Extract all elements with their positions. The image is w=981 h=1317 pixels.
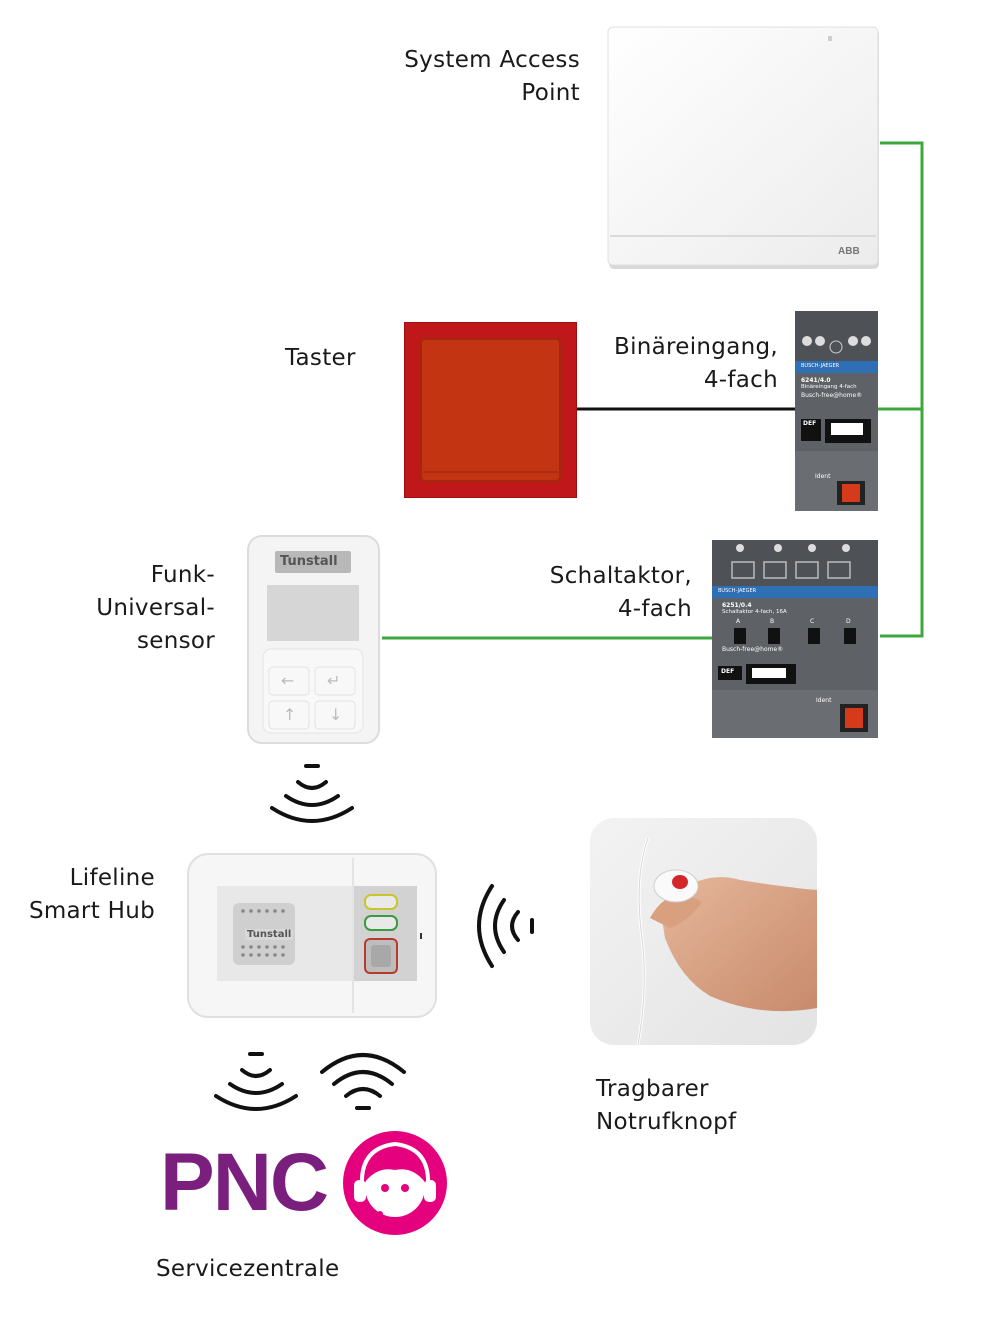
label-binary-input: Binäreingang, 4-fach bbox=[560, 331, 778, 397]
abb-logo: ABB bbox=[838, 246, 860, 257]
label-access-point: System Access Point bbox=[330, 44, 580, 110]
actuator-ident: Ident bbox=[816, 697, 832, 704]
smart-hub-device: Tunstall bbox=[187, 853, 437, 1019]
label-funk-sensor: Funk- Universal- sensor bbox=[60, 559, 215, 658]
sensor-arrow-left-icon[interactable]: ← bbox=[281, 671, 295, 690]
binary-free-home: Busch-free@home® bbox=[801, 392, 863, 399]
label-switch-actuator-line1: Schaltaktor, bbox=[549, 563, 692, 589]
switch-actuator-device: BUSCH-JAEGER 6251/0.4 Schaltaktor 4-fach… bbox=[712, 540, 878, 738]
label-panic-button-line1: Tragbarer bbox=[596, 1076, 709, 1102]
label-panic-button: Tragbarer Notrufknopf bbox=[596, 1073, 816, 1139]
actuator-def: DEF bbox=[721, 668, 735, 675]
label-funk-sensor-line2: Universal- bbox=[96, 595, 215, 621]
wifi-icon bbox=[320, 1053, 406, 1110]
actuator-channel-a: A bbox=[736, 618, 741, 625]
bus-line-ap bbox=[880, 141, 924, 638]
label-funk-sensor-line1: Funk- bbox=[150, 562, 215, 588]
label-taster: Taster bbox=[285, 345, 356, 371]
label-binary-input-line2: 4-fach bbox=[703, 367, 778, 393]
actuator-channel-c: C bbox=[810, 618, 815, 625]
sensor-arrow-up-icon[interactable]: ↑ bbox=[283, 705, 297, 724]
label-smart-hub-line2: Smart Hub bbox=[28, 898, 155, 924]
sensor-tunstall-brand: Tunstall bbox=[280, 554, 338, 569]
binary-brand: BUSCH-JAEGER bbox=[801, 363, 840, 369]
binary-model: 6241/4.0 bbox=[801, 377, 831, 384]
label-panic-button-line2: Notrufknopf bbox=[596, 1109, 737, 1135]
actuator-model: 6251/0.4 bbox=[722, 602, 752, 609]
access-point-device: ABB bbox=[606, 26, 882, 272]
actuator-brand: BUSCH-JAEGER bbox=[718, 588, 757, 594]
actuator-free-home: Busch-free@home® bbox=[722, 646, 784, 653]
binary-input-device: BUSCH-JAEGER 6241/4.0 Binäreingang 4-fac… bbox=[795, 311, 878, 511]
binary-ident: Ident bbox=[815, 473, 831, 480]
taster-switch[interactable] bbox=[403, 321, 578, 499]
headset-agent-icon bbox=[343, 1131, 447, 1235]
radio-waves-down-2-icon bbox=[214, 1052, 298, 1111]
label-service-center: Servicezentrale bbox=[156, 1256, 340, 1282]
actuator-channel-d: D bbox=[846, 618, 851, 625]
actuator-channel-b: B bbox=[770, 618, 775, 625]
sensor-arrow-return-icon[interactable]: ↵ bbox=[327, 671, 341, 690]
actuator-desc: Schaltaktor 4-fach, 16A bbox=[722, 609, 787, 615]
radio-waves-down-icon bbox=[270, 764, 354, 823]
panic-button-photo bbox=[590, 818, 817, 1046]
funk-sensor-device: Tunstall ← ↵ ↑ ↓ bbox=[247, 535, 380, 745]
binary-desc: Binäreingang 4-fach bbox=[801, 384, 857, 390]
label-switch-actuator-line2: 4-fach bbox=[617, 596, 692, 622]
label-smart-hub-line1: Lifeline bbox=[69, 865, 155, 891]
hub-tunstall-brand: Tunstall bbox=[245, 929, 294, 940]
label-access-point-line1: System Access bbox=[404, 47, 580, 73]
binary-def: DEF bbox=[803, 420, 817, 427]
label-switch-actuator: Schaltaktor, 4-fach bbox=[480, 560, 692, 626]
pnc-logo: PNC bbox=[160, 1137, 329, 1228]
radio-waves-left-icon bbox=[477, 884, 534, 968]
sensor-arrow-down-icon[interactable]: ↓ bbox=[329, 705, 343, 724]
label-binary-input-line1: Binäreingang, bbox=[614, 334, 778, 360]
label-smart-hub: Lifeline Smart Hub bbox=[0, 862, 155, 928]
label-funk-sensor-line3: sensor bbox=[136, 628, 215, 654]
label-access-point-line2: Point bbox=[521, 80, 580, 106]
